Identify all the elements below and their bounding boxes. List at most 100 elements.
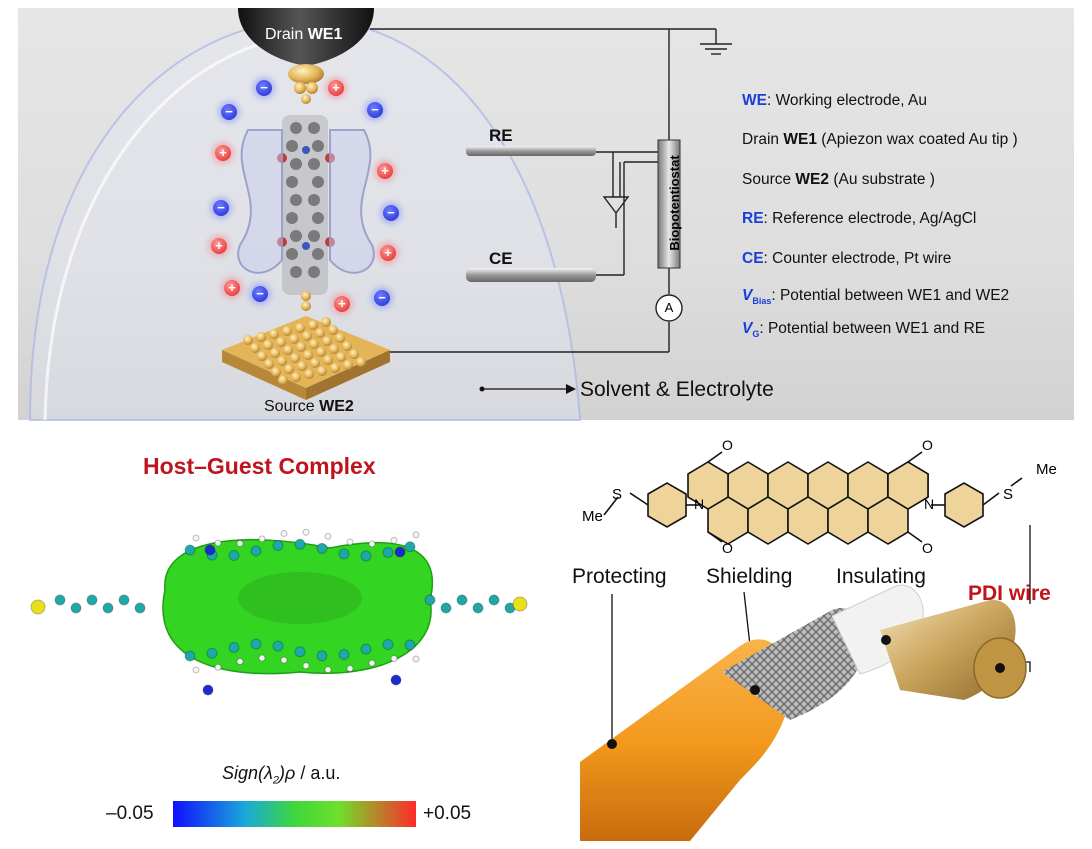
hydrogen-atom <box>302 528 310 536</box>
carbon-atom <box>228 549 240 561</box>
carbon-atom <box>118 594 130 606</box>
carbon-atom <box>404 541 416 553</box>
carbon-atom <box>206 647 218 659</box>
hydrogen-atom <box>258 654 266 662</box>
cation-icon: + <box>211 238 227 254</box>
legend-source: Source WE2 (Au substrate ) <box>742 171 935 188</box>
gold-atom <box>322 336 332 346</box>
carbon-atom <box>294 646 306 658</box>
cation-icon: + <box>328 80 344 96</box>
shielding-label: Shielding <box>706 565 793 588</box>
gold-atom <box>271 367 281 377</box>
gold-atom <box>328 325 338 335</box>
carbon-atom <box>54 594 66 606</box>
gold-atom <box>349 349 359 359</box>
gold-atom <box>289 334 299 344</box>
carbon-atom <box>360 643 372 655</box>
atom-n-right: N <box>924 496 935 512</box>
gold-atom <box>243 335 253 345</box>
gold-atom <box>269 329 279 339</box>
scale-max-label: +0.05 <box>423 803 472 824</box>
cation-icon: + <box>380 245 396 261</box>
gold-atom <box>264 359 274 369</box>
gold-atom <box>315 328 325 338</box>
biopotentiostat-label: Biopotentiostat <box>667 155 682 251</box>
nitrogen-atom <box>204 544 216 556</box>
gold-atom <box>263 340 273 350</box>
host-cage-right <box>329 129 375 274</box>
carbon-atom <box>134 602 146 614</box>
drain-tip <box>238 8 374 66</box>
gold-atom <box>250 343 260 353</box>
coaxial-cable <box>580 584 1027 841</box>
atom-s-right: S <box>1003 486 1014 503</box>
carbon-atom <box>360 550 372 562</box>
hydrogen-atom <box>390 536 398 544</box>
gold-atom <box>323 355 333 365</box>
hydrogen-atom <box>324 532 332 540</box>
ce-electrode <box>466 268 596 282</box>
legend-re: RE: Reference electrode, Ag/AgCl <box>742 210 977 227</box>
carbon-atom <box>272 640 284 652</box>
anion-icon: − <box>252 286 268 302</box>
pdi-wire-label: PDI wire <box>968 582 1051 605</box>
hydrogen-atom <box>192 534 200 542</box>
carbon-atom <box>382 546 394 558</box>
source-label: Source WE2 <box>264 398 354 415</box>
gold-atom <box>308 320 318 330</box>
hydrogen-atom <box>368 540 376 548</box>
carbon-atom <box>86 594 98 606</box>
anion-icon: − <box>367 102 383 118</box>
anion-icon: − <box>374 290 390 306</box>
nitrogen-atom <box>202 684 214 696</box>
carbon-atom <box>184 650 196 662</box>
anion-icon: − <box>213 200 229 216</box>
biopotentiostat-box <box>657 139 681 269</box>
gold-atom <box>310 358 320 368</box>
pdi-wire-dot <box>995 663 1005 673</box>
insulating-dot <box>881 635 891 645</box>
cation-icon: + <box>215 145 231 161</box>
gold-atom <box>330 363 340 373</box>
atom-o: O <box>722 437 733 453</box>
re-label: RE <box>489 126 513 145</box>
substrate-atoms <box>243 317 366 385</box>
hydrogen-atom <box>214 539 222 547</box>
gold-atom <box>256 332 266 342</box>
carbon-atom <box>316 650 328 662</box>
atom-me-right: Me <box>1036 461 1057 478</box>
gold-atom <box>277 356 287 366</box>
hydrogen-atom <box>302 662 310 670</box>
color-scale-bar <box>173 801 416 827</box>
gold-atom <box>276 337 286 347</box>
pdi-structure <box>603 451 1023 545</box>
host-guest-title: Host–Guest Complex <box>143 453 376 479</box>
anion-icon: − <box>221 104 237 120</box>
hydrogen-atom <box>236 539 244 547</box>
cation-icon: + <box>334 296 350 312</box>
atom-n-left: N <box>694 496 705 512</box>
carbon-atom <box>184 544 196 556</box>
anion-icon: − <box>256 80 272 96</box>
hydrogen-atom <box>412 655 420 663</box>
gold-atom <box>302 331 312 341</box>
re-electrode <box>466 146 596 156</box>
hydrogen-atom <box>346 538 354 546</box>
color-scale-axis-label: Sign(λ2)ρ / a.u. <box>222 763 341 787</box>
hydrogen-atom <box>324 666 332 674</box>
solvent-label: Solvent & Electrolyte <box>580 378 774 401</box>
insulating-label: Insulating <box>836 565 926 588</box>
legend-ce: CE: Counter electrode, Pt wire <box>742 250 952 267</box>
protecting-label: Protecting <box>572 565 667 588</box>
gold-atom <box>283 345 293 355</box>
gold-atom <box>291 372 301 382</box>
gold-atom <box>342 341 352 351</box>
molecule-wire <box>277 115 335 311</box>
carbon-atom <box>424 594 436 606</box>
scale-min-label: –0.05 <box>106 803 154 824</box>
carbon-atom <box>70 602 82 614</box>
gold-atom <box>309 339 319 349</box>
hydrogen-atom <box>412 531 420 539</box>
hydrogen-atom <box>280 529 288 537</box>
